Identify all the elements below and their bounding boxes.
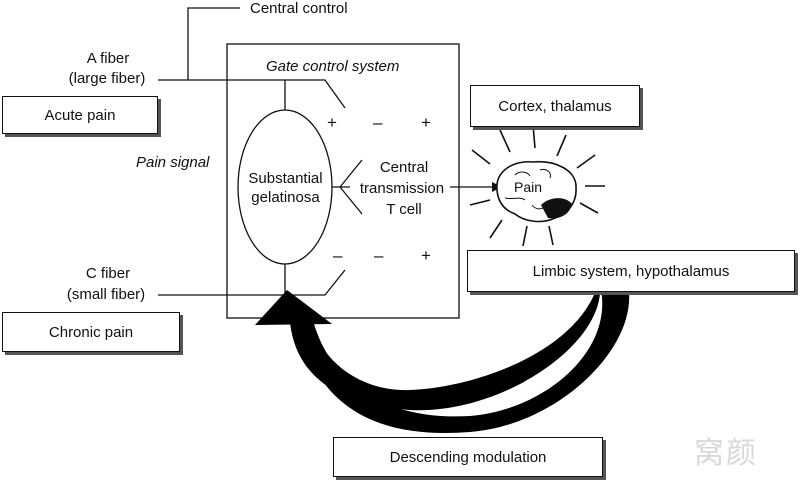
central-transmission-label-1: Central [379, 159, 429, 176]
descending-modulation-label: Descending modulation [389, 448, 547, 466]
pain-signal-label: Pain signal [136, 154, 210, 171]
acute-pain-box: Acute pain [2, 96, 158, 134]
c-fiber-sub-label: (small fiber) [66, 286, 146, 303]
chronic-pain-label: Chronic pain [48, 323, 134, 341]
descending-arrow-band [296, 285, 630, 433]
cortex-thalamus-box: Cortex, thalamus [470, 85, 640, 127]
sign-bottom-1: – [333, 246, 343, 265]
a-fiber-sub-label: (large fiber) [68, 70, 146, 87]
substantia-label-2: gelatinosa [251, 189, 320, 206]
acute-pain-label: Acute pain [44, 106, 116, 124]
central-control-line [187, 7, 240, 80]
chronic-pain-box: Chronic pain [2, 312, 180, 352]
substantia-label-1: Substantial [248, 170, 323, 187]
a-fiber-line [158, 79, 346, 109]
sign-bottom-3: + [421, 246, 431, 265]
sign-bottom-2: – [374, 246, 384, 265]
central-transmission-label-3: T cell [386, 201, 422, 218]
fork-top [339, 159, 363, 188]
gate-control-frame [226, 43, 460, 319]
central-control-label: Central control [250, 0, 348, 17]
sign-top-2: – [373, 113, 383, 132]
descending-arrowhead [255, 290, 332, 325]
fork-bottom [339, 186, 363, 215]
descending-modulation-arrow [290, 285, 601, 411]
limbic-hypothalamus-label: Limbic system, hypothalamus [532, 262, 730, 280]
brain-rays [469, 124, 605, 247]
sign-top-3: + [421, 113, 431, 132]
c-fiber-label: C fiber [85, 265, 131, 282]
a-fiber-label: A fiber [86, 50, 130, 67]
sign-top-1: + [327, 113, 337, 132]
limbic-hypothalamus-box: Limbic system, hypothalamus [467, 250, 795, 292]
gate-control-label: Gate control system [266, 58, 400, 75]
central-transmission-label-2: transmission [359, 180, 445, 197]
c-fiber-line [158, 269, 346, 296]
watermark: 窝颜 [694, 437, 758, 470]
descending-modulation-box: Descending modulation [333, 437, 603, 477]
brain-pain-label: Pain [514, 179, 543, 195]
brain-icon [496, 160, 577, 223]
cortex-thalamus-label: Cortex, thalamus [498, 97, 612, 115]
